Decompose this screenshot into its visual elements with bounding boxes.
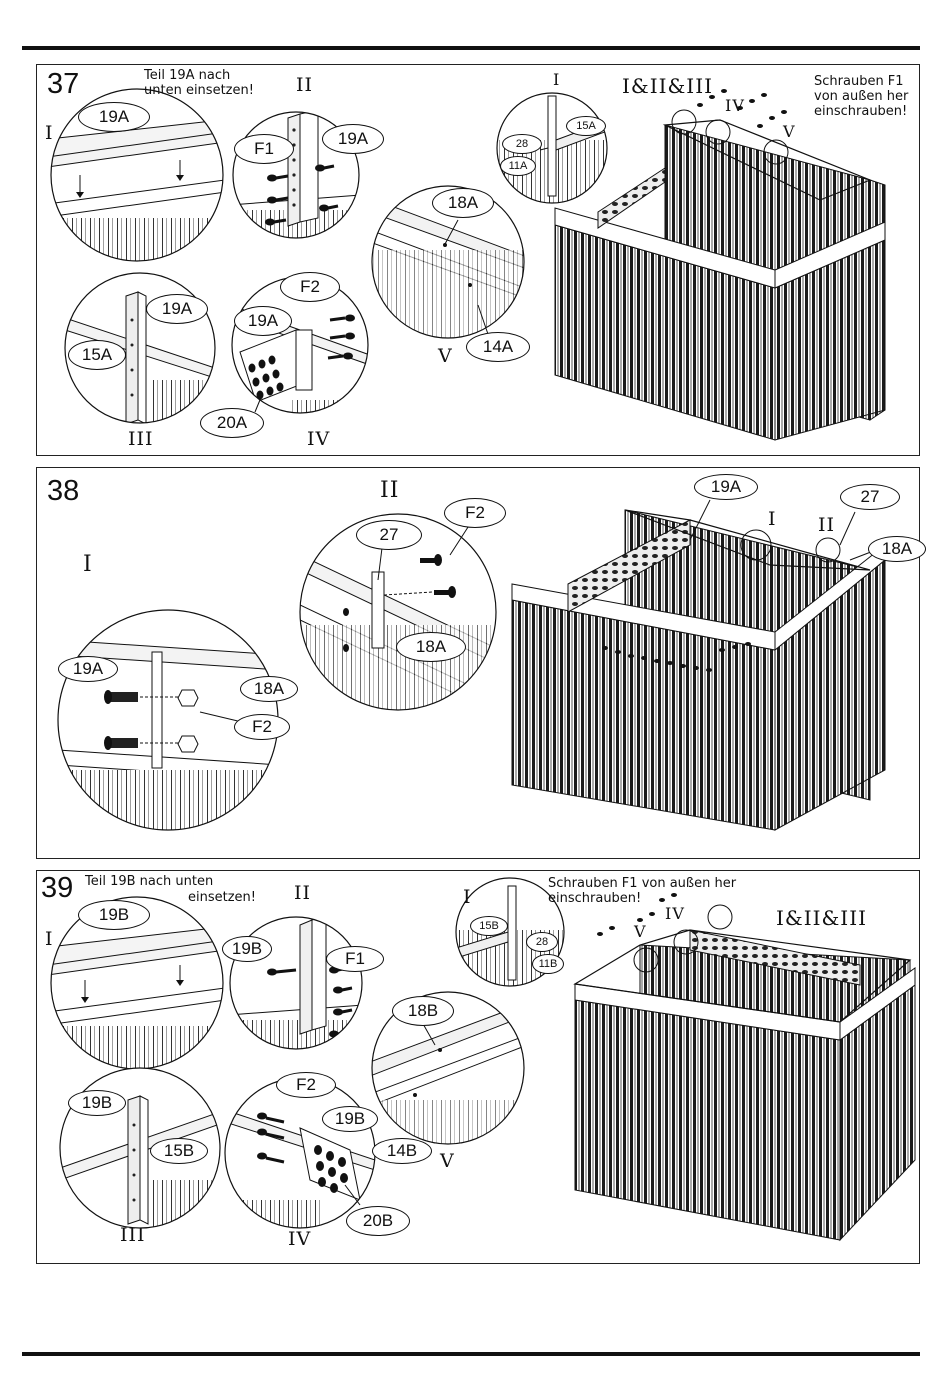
- part-label: 15A: [68, 340, 126, 370]
- callout-ii: II: [294, 882, 312, 904]
- detail-39-iv: [224, 1077, 376, 1229]
- part-label: 28: [526, 932, 558, 952]
- callout-v: V: [438, 345, 453, 367]
- callout-iv: IV: [288, 1228, 312, 1250]
- callout-i: I: [45, 122, 54, 144]
- callout-ii: II: [380, 478, 400, 503]
- part-label: F1: [326, 946, 384, 972]
- part-label: 20A: [200, 408, 264, 438]
- callout-v-main: V: [634, 922, 647, 941]
- instruction-note: Schrauben F1 von außen her einschrauben!: [814, 74, 909, 119]
- main-illustration-37: [554, 89, 886, 441]
- part-label: F2: [280, 272, 340, 302]
- part-label: F1: [234, 134, 294, 164]
- part-label: 11B: [532, 954, 564, 974]
- step-number: 37: [47, 68, 80, 100]
- part-label: F2: [276, 1072, 336, 1098]
- callout-v-main: V: [783, 122, 796, 141]
- part-label: 19A: [234, 306, 292, 336]
- bottom-rule: [22, 1352, 920, 1356]
- callout-ii-main: II: [818, 514, 836, 536]
- instruction-note: Schrauben F1 von außen her einschrauben!: [548, 876, 737, 906]
- step-number: 39: [41, 872, 74, 904]
- callout-all: I&II&III: [776, 906, 868, 930]
- part-label: 18A: [396, 632, 466, 662]
- part-label: 15A: [566, 116, 606, 136]
- part-label: 18A: [240, 676, 298, 702]
- top-rule: [22, 46, 920, 50]
- part-label: F2: [234, 714, 290, 740]
- part-label: 20B: [346, 1206, 410, 1236]
- callout-i-small: I: [553, 70, 561, 89]
- callout-v: V: [440, 1150, 455, 1172]
- part-label: 15B: [150, 1138, 208, 1164]
- callout-i: I: [45, 928, 54, 950]
- callout-iv: IV: [307, 428, 331, 450]
- step-number: 38: [47, 475, 80, 507]
- detail-37-v: [371, 185, 525, 341]
- instruction-note: einsetzen!: [188, 890, 256, 905]
- part-label: 18A: [868, 536, 926, 562]
- part-label: 19B: [78, 900, 150, 930]
- instruction-note: Teil 19A nach unten einsetzen!: [144, 68, 254, 98]
- instruction-note: Teil 19B nach unten: [85, 874, 214, 889]
- part-label: 19B: [222, 936, 272, 962]
- callout-iii: III: [128, 428, 154, 450]
- part-label: 14B: [372, 1138, 432, 1164]
- part-label: 19B: [322, 1106, 378, 1132]
- callout-all: I&II&III: [622, 74, 714, 98]
- part-label: 19A: [78, 102, 150, 132]
- callout-i-small: I: [463, 886, 472, 908]
- callout-iii: III: [120, 1224, 146, 1246]
- part-label: 15B: [470, 916, 508, 936]
- callout-iv-main: IV: [665, 904, 685, 923]
- main-illustration-38: [511, 499, 886, 831]
- callout-i: I: [83, 552, 93, 577]
- part-label: 18A: [432, 188, 494, 218]
- part-label: 14A: [466, 332, 530, 362]
- part-label: 18B: [392, 996, 454, 1026]
- main-illustration-39: [573, 893, 916, 1242]
- part-label: F2: [444, 498, 506, 528]
- part-label: 28: [502, 134, 542, 154]
- part-label: 19A: [58, 656, 118, 682]
- part-label: 19A: [322, 124, 384, 154]
- part-label: 19A: [146, 294, 208, 324]
- callout-i-main: I: [768, 508, 777, 530]
- callout-ii: II: [296, 74, 314, 96]
- part-label: 19B: [68, 1090, 126, 1116]
- part-label: 19A: [694, 474, 758, 500]
- part-label: 27: [840, 484, 900, 510]
- part-label: 27: [356, 520, 422, 550]
- callout-iv-main: IV: [725, 96, 745, 115]
- part-label: 11A: [500, 156, 536, 176]
